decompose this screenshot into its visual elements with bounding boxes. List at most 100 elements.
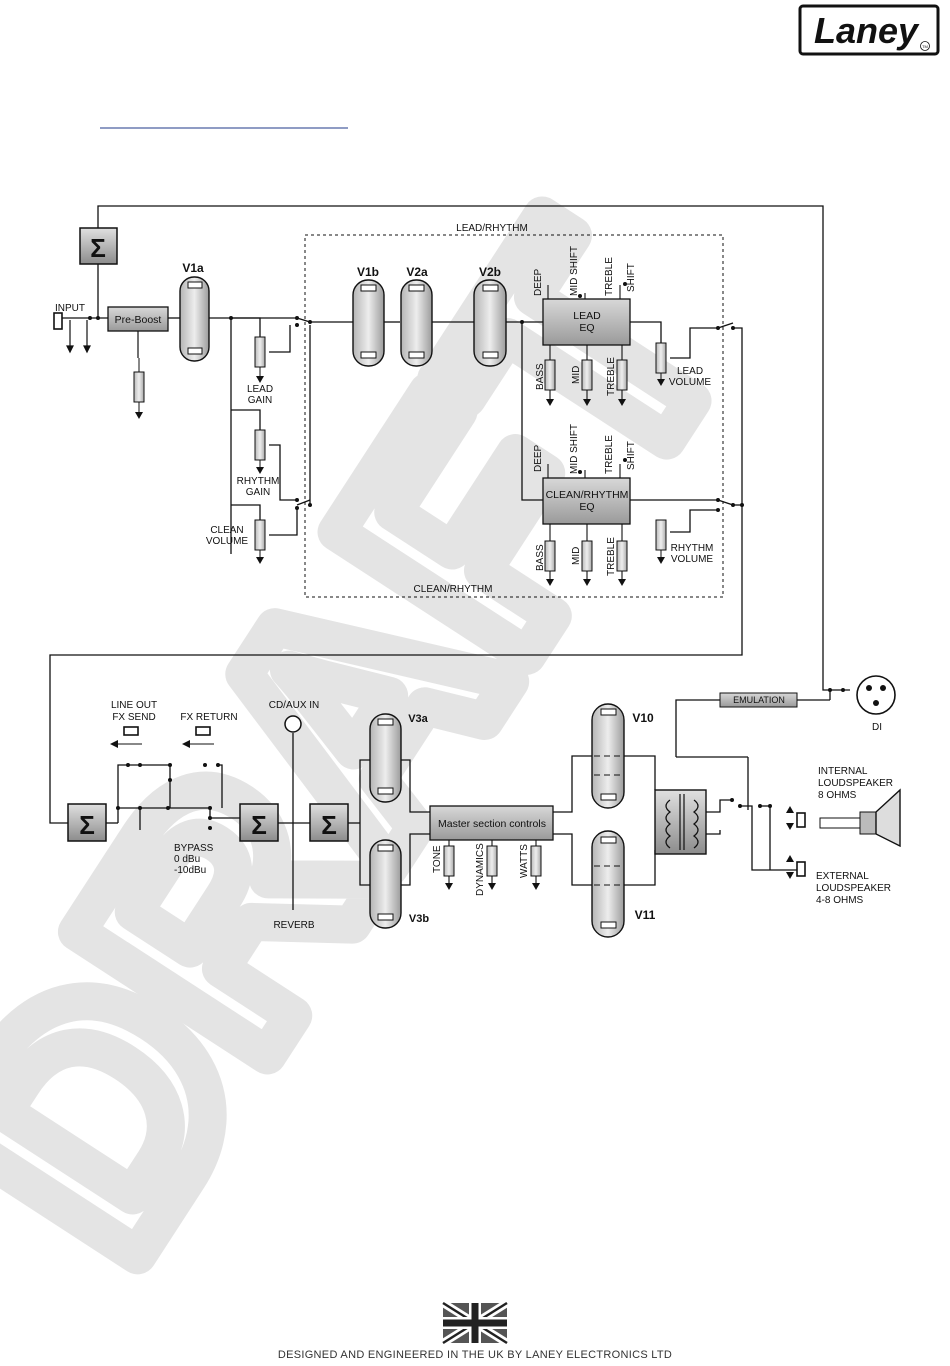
svg-text:TREBLE: TREBLE: [604, 435, 615, 474]
svg-text:CLEAN: CLEAN: [210, 525, 243, 536]
svg-text:LEAD: LEAD: [247, 384, 273, 395]
uk-flag-icon: [440, 1299, 510, 1347]
svg-text:EXTERNAL: EXTERNAL: [816, 871, 869, 882]
input-jacks: [53, 312, 91, 354]
svg-text:LOUDSPEAKER: LOUDSPEAKER: [818, 778, 893, 789]
svg-text:DI: DI: [872, 722, 882, 733]
bypass-label: BYPASS 0 dBu -10dBu: [174, 843, 214, 876]
lead-eq-block: DEEP MID SHIFT TREBLE SHIFT LEAD EQ BASS…: [533, 246, 637, 406]
svg-text:DYNAMICS: DYNAMICS: [475, 843, 486, 896]
svg-text:GAIN: GAIN: [246, 487, 270, 498]
clean-rhythm-label: CLEAN/RHYTHM: [414, 584, 493, 595]
preboost-block: Pre-Boost: [107, 306, 169, 419]
svg-text:V10: V10: [632, 711, 654, 725]
sum-block-bottom-3: Σ: [309, 803, 349, 842]
cd-aux-input: CD/AUX IN: [269, 700, 320, 733]
tube-v2b: V2b: [473, 265, 507, 367]
svg-text:4-8 OHMS: 4-8 OHMS: [816, 895, 864, 906]
clean-volume-pot: CLEAN VOLUME: [206, 519, 266, 564]
svg-text:Master section controls: Master section controls: [438, 818, 546, 830]
svg-text:LEAD: LEAD: [677, 366, 703, 377]
input-label: INPUT: [55, 303, 85, 314]
svg-text:V2b: V2b: [479, 265, 501, 279]
output-transformer: [654, 789, 707, 855]
svg-text:BYPASS: BYPASS: [174, 843, 214, 854]
svg-text:RHYTHM: RHYTHM: [671, 543, 714, 554]
svg-text:WATTS: WATTS: [519, 844, 530, 878]
svg-text:EQ: EQ: [579, 501, 594, 513]
svg-text:FX SEND: FX SEND: [112, 712, 155, 723]
svg-text:INTERNAL: INTERNAL: [818, 766, 868, 777]
svg-text:-10dBu: -10dBu: [174, 865, 206, 876]
clean-eq-block: DEEP MID SHIFT TREBLE SHIFT CLEAN/RHYTHM…: [533, 424, 637, 586]
svg-text:MID: MID: [571, 366, 582, 384]
master-section-block: Master section controls TONE DYNAMICS WA…: [429, 805, 554, 896]
svg-text:V2a: V2a: [406, 265, 428, 279]
svg-text:DEEP: DEEP: [533, 268, 544, 296]
reverb-label: REVERB: [273, 920, 314, 931]
svg-text:TONE: TONE: [432, 845, 443, 873]
svg-text:BASS: BASS: [535, 544, 546, 571]
sum-block-bottom-2: Σ: [239, 803, 279, 842]
svg-text:0 dBu: 0 dBu: [174, 854, 200, 865]
rhythm-volume-pot: RHYTHM VOLUME: [655, 519, 714, 565]
di-xlr-connector: DI: [856, 675, 896, 733]
fx-return-jack: FX RETURN: [180, 712, 238, 748]
svg-text:SHIFT: SHIFT: [626, 263, 637, 292]
svg-text:Pre-Boost: Pre-Boost: [115, 314, 162, 326]
svg-text:TM: TM: [922, 44, 928, 49]
svg-text:TREBLE: TREBLE: [606, 537, 617, 576]
switch-contacts-bottom: [116, 688, 845, 830]
svg-text:V3a: V3a: [408, 713, 428, 725]
svg-text:LOUDSPEAKER: LOUDSPEAKER: [816, 883, 891, 894]
svg-text:VOLUME: VOLUME: [669, 377, 712, 388]
svg-text:V11: V11: [635, 908, 656, 922]
tube-v1a: V1a: [179, 261, 210, 362]
speaker-outputs: INTERNAL LOUDSPEAKER 8 OHMS EXTERNAL LOU…: [786, 766, 901, 906]
svg-text:FX RETURN: FX RETURN: [180, 712, 237, 723]
svg-text:VOLUME: VOLUME: [671, 554, 714, 565]
svg-text:VOLUME: VOLUME: [206, 536, 249, 547]
svg-text:EQ: EQ: [579, 322, 594, 334]
footer-credit: DESIGNED AND ENGINEERED IN THE UK BY LAN…: [277, 1349, 673, 1361]
svg-text:SHIFT: SHIFT: [626, 441, 637, 470]
tube-v2a: V2a: [400, 265, 433, 367]
svg-text:GAIN: GAIN: [248, 395, 272, 406]
svg-text:LINE OUT: LINE OUT: [111, 700, 157, 711]
line-out-jack: LINE OUT FX SEND: [110, 700, 157, 748]
emulation-block: EMULATION: [719, 692, 798, 708]
svg-text:Σ: Σ: [90, 233, 106, 263]
svg-text:MID: MID: [571, 547, 582, 565]
tube-v3a: V3a: [369, 713, 429, 803]
svg-text:V1a: V1a: [182, 261, 204, 275]
svg-text:EMULATION: EMULATION: [733, 695, 785, 705]
laney-logo: Laney TM: [798, 4, 940, 56]
svg-text:MID SHIFT: MID SHIFT: [569, 424, 580, 474]
sum-block-bottom-1: Σ: [67, 803, 107, 842]
svg-text:LEAD: LEAD: [573, 310, 601, 322]
svg-text:Σ: Σ: [79, 810, 95, 840]
sum-block-top: Σ: [79, 227, 118, 265]
svg-text:DEEP: DEEP: [533, 444, 544, 472]
svg-text:8 OHMS: 8 OHMS: [818, 790, 857, 801]
tube-v11: V11: [591, 830, 656, 938]
lead-volume-pot: LEAD VOLUME: [655, 342, 712, 388]
svg-text:CD/AUX IN: CD/AUX IN: [269, 700, 320, 711]
svg-text:CLEAN/RHYTHM: CLEAN/RHYTHM: [546, 489, 629, 501]
svg-text:MID SHIFT: MID SHIFT: [569, 246, 580, 296]
svg-text:TREBLE: TREBLE: [606, 357, 617, 396]
svg-text:V1b: V1b: [357, 265, 379, 279]
lead-gain-pot: LEAD GAIN: [247, 336, 273, 406]
tube-v10: V10: [591, 703, 654, 809]
svg-text:RHYTHM: RHYTHM: [237, 476, 280, 487]
svg-text:Laney: Laney: [814, 10, 920, 51]
svg-text:Σ: Σ: [321, 810, 337, 840]
svg-text:V3b: V3b: [409, 913, 429, 925]
svg-text:BASS: BASS: [535, 363, 546, 390]
tube-v1b: V1b: [352, 265, 385, 367]
lead-rhythm-label: LEAD/RHYTHM: [456, 223, 528, 234]
svg-text:TREBLE: TREBLE: [604, 257, 615, 296]
tube-v3b: V3b: [369, 839, 429, 929]
